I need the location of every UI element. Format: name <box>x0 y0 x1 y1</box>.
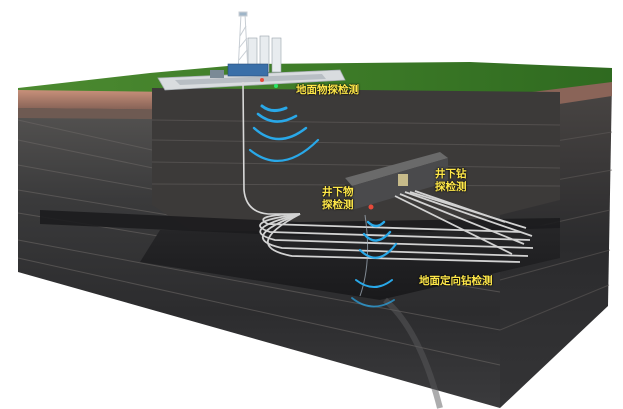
label-underground-geophysical: 井下物 探检测 <box>322 186 354 212</box>
sensor-dot <box>274 84 278 88</box>
label-underground-drilling-line1: 井下钻 <box>435 168 467 180</box>
directional-borehole <box>359 214 369 297</box>
wave-arc-icon <box>260 104 288 113</box>
label-surface-geophysical: 地面物探检测 <box>296 84 359 96</box>
surface-wellbore <box>242 81 300 215</box>
drilling-rig-icon <box>237 11 249 73</box>
rock-fracture <box>383 297 443 409</box>
drilling-site <box>157 11 346 91</box>
label-underground-drilling: 井下钻 探检测 <box>435 168 467 194</box>
surface-wave-arcs <box>248 104 320 162</box>
sensor-dot <box>368 204 374 210</box>
label-underground-geophysical-line1: 井下物 <box>322 186 354 198</box>
horizontal-boreholes <box>259 190 534 263</box>
pit-floor <box>140 225 560 300</box>
label-surface-directional-drilling: 地面定向钻检测 <box>419 275 493 287</box>
label-underground-drilling-line2: 探检测 <box>435 181 467 193</box>
underground-wave-arcs <box>351 220 398 308</box>
label-underground-geophysical-line2: 探检测 <box>322 199 354 211</box>
roadway-tunnel <box>345 152 448 210</box>
